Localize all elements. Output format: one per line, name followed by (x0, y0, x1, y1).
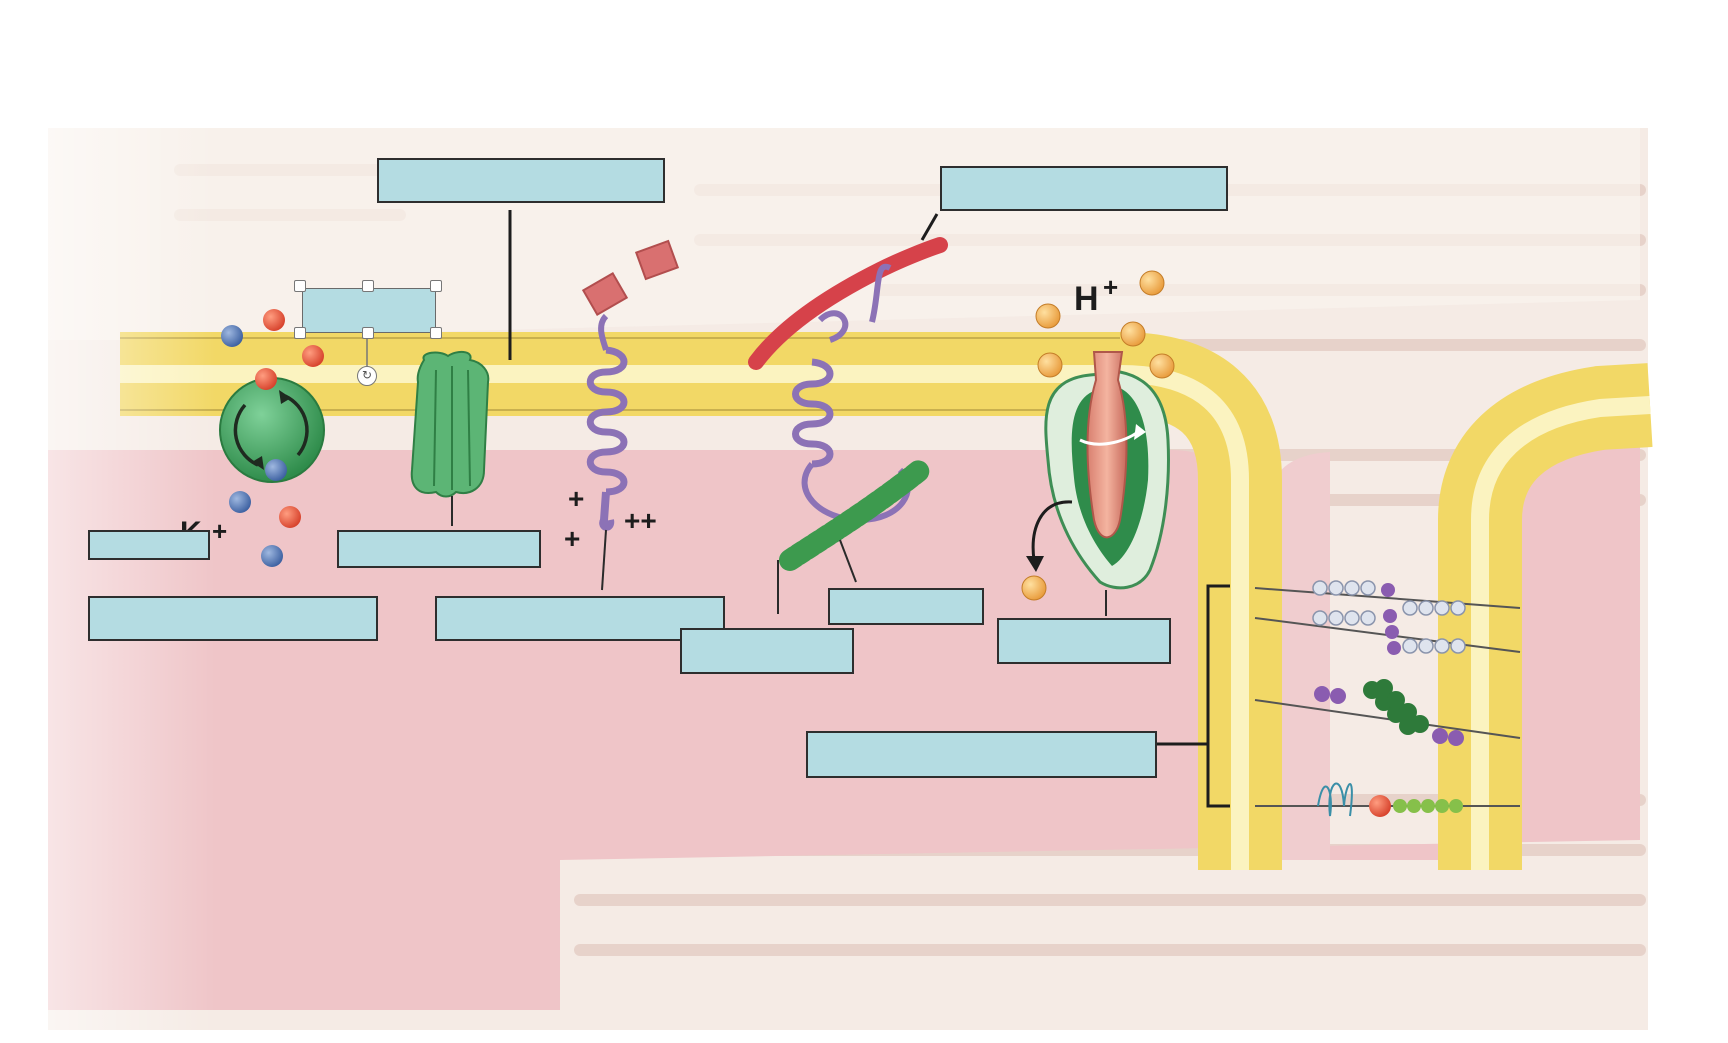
label-box-receptor[interactable] (435, 596, 725, 641)
proton-transporter (1026, 351, 1170, 616)
label-box-selected[interactable] (302, 288, 436, 333)
label-box-pump-name[interactable] (88, 596, 378, 641)
h-ion-text: H (1074, 280, 1099, 318)
charge-plus-2: + (564, 523, 580, 554)
resize-handle-tl[interactable] (294, 280, 306, 292)
resize-handle-br[interactable] (430, 327, 442, 339)
proton-ions (1021, 270, 1175, 601)
cell-junction (1156, 580, 1521, 817)
resize-handle-tm[interactable] (362, 280, 374, 292)
charge-double-plus: ++ (624, 505, 657, 536)
label-box-top-right[interactable] (940, 166, 1228, 211)
resize-handle-tr[interactable] (430, 280, 442, 292)
linker-protein (748, 213, 948, 614)
label-box-pump[interactable] (88, 530, 210, 560)
label-box-top-left[interactable] (377, 158, 665, 203)
resize-handle-bm[interactable] (362, 327, 374, 339)
resize-handle-bl[interactable] (294, 327, 306, 339)
label-box-channel[interactable] (337, 530, 541, 568)
label-box-linker-b[interactable] (680, 628, 854, 674)
label-box-junction[interactable] (806, 731, 1157, 778)
charge-markers: + + ++ (564, 483, 657, 554)
k-ion-charge: + (212, 516, 227, 546)
h-ion-charge: + (1103, 272, 1118, 302)
label-box-transporter[interactable] (997, 618, 1171, 664)
ions-around-pump (221, 309, 324, 567)
receptor-protein (581, 239, 680, 591)
rotate-handle-icon[interactable]: ↻ (357, 366, 377, 386)
ion-channel (410, 350, 490, 526)
charge-plus-1: + (568, 483, 584, 514)
label-box-linker-a[interactable] (828, 588, 984, 625)
